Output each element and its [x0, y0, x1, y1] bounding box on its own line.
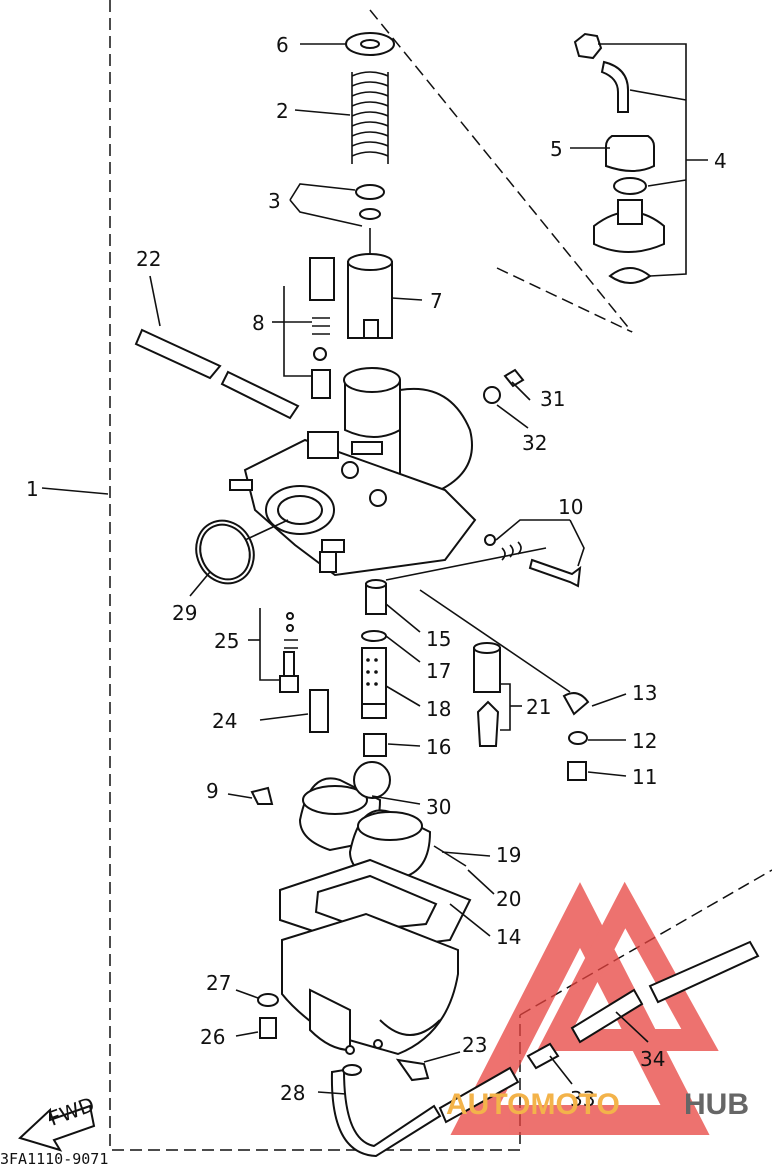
pilot-jet-assembly	[309, 257, 335, 399]
callout-3: 3	[268, 189, 281, 213]
watermark-text-a: AUTOMOTO	[446, 1088, 620, 1121]
callout-7: 7	[430, 289, 443, 313]
o-ring-part	[195, 519, 255, 585]
needle-clip-part	[355, 184, 385, 220]
drain-hose-part	[330, 1064, 442, 1158]
needle-valve-assembly	[473, 642, 501, 747]
throttle-spring-part	[351, 71, 389, 164]
callout-29: 29	[172, 601, 197, 625]
callout-13: 13	[632, 681, 657, 705]
carburetor-body-part	[229, 367, 477, 577]
bottom-screws-part	[250, 786, 430, 1082]
callout-8: 8	[252, 311, 265, 335]
callout-1: 1	[26, 477, 39, 501]
vent-hose-part	[134, 328, 300, 420]
callout-23: 23	[462, 1033, 487, 1057]
callout-20: 20	[496, 887, 521, 911]
callout-24: 24	[212, 709, 237, 733]
callout-11: 11	[632, 765, 657, 789]
callout-27: 27	[206, 971, 231, 995]
leader-lines	[41, 43, 708, 1095]
callout-2: 2	[276, 99, 289, 123]
callout-34: 34	[640, 1047, 665, 1071]
starter-plunger-assembly	[573, 32, 665, 284]
throttle-stop-screw-part	[484, 534, 582, 588]
main-jet-assembly	[361, 579, 387, 757]
callout-6: 6	[276, 33, 289, 57]
callout-25: 25	[214, 629, 239, 653]
callout-4: 4	[714, 149, 727, 173]
callout-30: 30	[426, 795, 451, 819]
overflow-hose-part	[438, 940, 760, 1124]
callout-14: 14	[496, 925, 521, 949]
callout-21: 21	[526, 695, 551, 719]
callout-10: 10	[558, 495, 583, 519]
cap-washer-part	[345, 32, 395, 56]
watermark-logo	[450, 881, 719, 1135]
watermark-text: AUTOMOTO HUB	[446, 1088, 749, 1121]
callout-17: 17	[426, 659, 451, 683]
screw-washer-part	[483, 368, 525, 404]
callout-32: 32	[522, 431, 547, 455]
callout-26: 26	[200, 1025, 225, 1049]
callout-9: 9	[206, 779, 219, 803]
callout-5: 5	[550, 137, 563, 161]
callout-16: 16	[426, 735, 451, 759]
callout-19: 19	[496, 843, 521, 867]
drawing-code: 3FA1110-9071	[0, 1150, 108, 1167]
watermark-text-b: HUB	[684, 1088, 749, 1121]
callout-22: 22	[136, 247, 161, 271]
float-chamber-bowl-part	[281, 912, 459, 1056]
forward-direction-arrow: FWD	[18, 1092, 98, 1152]
callout-labels: 1 2 3 4 5 6 7 8 9 10 11 12 13 14 15 16 1…	[26, 33, 727, 1111]
callout-15: 15	[426, 627, 451, 651]
drain-screw-part	[562, 692, 590, 781]
callout-18: 18	[426, 697, 451, 721]
callout-12: 12	[632, 729, 657, 753]
callout-31: 31	[540, 387, 565, 411]
callout-33: 33	[570, 1087, 595, 1111]
throttle-valve-part	[347, 228, 393, 339]
callout-28: 28	[280, 1081, 305, 1105]
float-assembly	[298, 761, 467, 884]
pilot-air-screw-part	[279, 612, 329, 733]
